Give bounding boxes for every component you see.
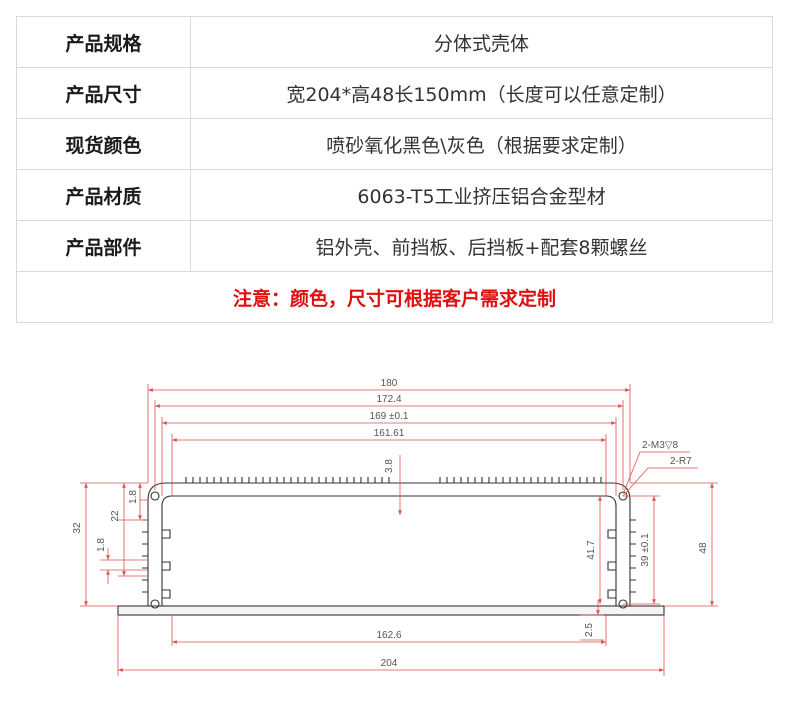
spec-value: 分体式壳体 (190, 16, 773, 68)
dim-172-4: 172.4 (376, 394, 401, 405)
profile-outline (117, 477, 665, 616)
dim-48: 48 (698, 542, 709, 554)
spec-row-parts: 产品部件 铝外壳、前挡板、后挡板+配套8颗螺丝 (16, 220, 773, 272)
dim-161-61: 161.61 (374, 428, 405, 439)
dim-m3-thread: 2-M3▽8 (642, 440, 678, 451)
spec-label: 产品规格 (16, 16, 191, 68)
spec-value: 铝外壳、前挡板、后挡板+配套8颗螺丝 (190, 220, 773, 272)
dim-32: 32 (72, 522, 83, 534)
dim-204: 204 (381, 658, 398, 669)
spec-value: 喷砂氧化黑色\灰色（根据要求定制） (190, 118, 773, 170)
dim-22: 22 (110, 510, 121, 522)
dim-162-6: 162.6 (376, 630, 401, 641)
technical-drawing: 180 172.4 169 ±0.1 161.61 3.8 2-M3▽8 2-R… (72, 378, 718, 676)
dim-39: 39 ±0.1 (640, 533, 651, 567)
spec-table: 产品规格 分体式壳体 产品尺寸 宽204*高48长150mm（长度可以任意定制）… (16, 16, 773, 323)
spec-label: 产品材质 (16, 169, 191, 221)
dim-r7-radius: 2-R7 (670, 456, 692, 467)
spec-row-note: 注意：颜色，尺寸可根据客户需求定制 (16, 271, 773, 323)
dim-169: 169 ±0.1 (370, 411, 409, 422)
dim-3-8: 3.8 (384, 459, 395, 473)
dim-2-5: 2.5 (584, 623, 595, 637)
spec-value: 宽204*高48长150mm（长度可以任意定制） (190, 67, 773, 119)
spec-label: 产品尺寸 (16, 67, 191, 119)
spec-row-spec: 产品规格 分体式壳体 (16, 16, 773, 68)
dim-41-7: 41.7 (586, 540, 597, 560)
spec-row-color: 现货颜色 喷砂氧化黑色\灰色（根据要求定制） (16, 118, 773, 170)
spec-row-size: 产品尺寸 宽204*高48长150mm（长度可以任意定制） (16, 67, 773, 119)
dim-1-8-top: 1.8 (128, 490, 139, 504)
spec-label: 产品部件 (16, 220, 191, 272)
spec-row-material: 产品材质 6063-T5工业挤压铝合金型材 (16, 169, 773, 221)
dimension-lines (80, 384, 718, 676)
spec-label: 现货颜色 (16, 118, 191, 170)
dim-1-8-side: 1.8 (96, 538, 107, 552)
custom-note: 注意：颜色，尺寸可根据客户需求定制 (16, 271, 773, 323)
dimension-labels: 180 172.4 169 ±0.1 161.61 3.8 2-M3▽8 2-R… (72, 378, 709, 669)
dim-180: 180 (381, 378, 398, 389)
spec-value: 6063-T5工业挤压铝合金型材 (190, 169, 773, 221)
